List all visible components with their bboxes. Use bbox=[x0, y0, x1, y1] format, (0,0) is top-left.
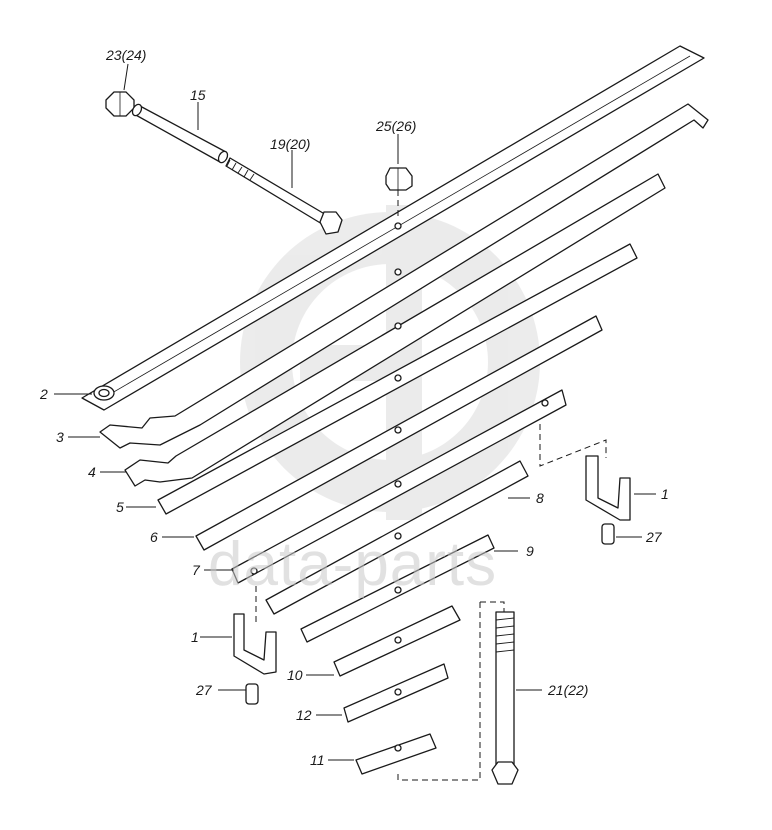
callout-27-left: 27 bbox=[196, 682, 212, 698]
tube-15 bbox=[133, 105, 227, 163]
callout-8: 8 bbox=[536, 490, 544, 506]
callout-12: 12 bbox=[296, 707, 312, 723]
center-bolt-head bbox=[491, 761, 519, 785]
callout-15: 15 bbox=[190, 87, 206, 103]
callout-1-right: 1 bbox=[661, 486, 669, 502]
callout-19-20: 19(20) bbox=[270, 136, 311, 152]
leader-lines bbox=[54, 63, 656, 761]
callout-25-26: 25(26) bbox=[376, 118, 417, 134]
callout-3: 3 bbox=[56, 429, 64, 445]
callout-9: 9 bbox=[526, 543, 534, 559]
rivet-27-right bbox=[601, 523, 615, 545]
callout-4: 4 bbox=[88, 464, 96, 480]
callout-11: 11 bbox=[310, 752, 325, 768]
clip-1-right bbox=[585, 455, 631, 521]
spring-leaf-11 bbox=[355, 733, 437, 775]
spring-leaf-2 bbox=[81, 45, 705, 411]
bolt-head-19-20 bbox=[319, 211, 343, 235]
callout-6: 6 bbox=[150, 529, 158, 545]
watermark-text: data-parts bbox=[208, 530, 498, 599]
rivet-27-left bbox=[245, 683, 259, 705]
spring-leaf-4 bbox=[124, 173, 666, 487]
callout-2: 2 bbox=[40, 386, 48, 402]
center-holes bbox=[394, 222, 402, 752]
callout-27-right: 27 bbox=[646, 529, 662, 545]
callout-23-24: 23(24) bbox=[106, 47, 147, 63]
locknut-25-26 bbox=[385, 167, 413, 191]
assembly-guides bbox=[255, 190, 607, 781]
clip-1-left bbox=[233, 613, 277, 675]
callout-7: 7 bbox=[192, 562, 200, 578]
spring-leaf-3 bbox=[99, 103, 709, 449]
callout-1-left: 1 bbox=[191, 629, 199, 645]
callout-5: 5 bbox=[116, 499, 124, 515]
callout-21-22: 21(22) bbox=[548, 682, 589, 698]
callout-10: 10 bbox=[287, 667, 303, 683]
